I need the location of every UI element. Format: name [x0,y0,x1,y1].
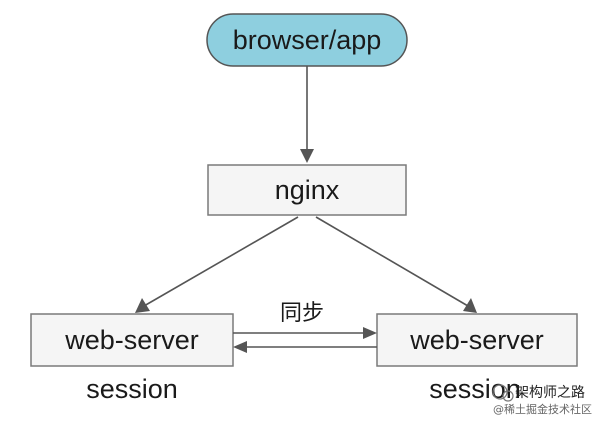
edge-client-to-nginx [300,66,314,163]
edge-nginx-to-right-server [315,216,477,313]
nginx-label: nginx [275,175,340,205]
browser-app-label: browser/app [233,25,382,55]
web-server-right-node: web-server [376,313,578,367]
wechat-icon [492,384,508,400]
web-server-left-label: web-server [64,325,199,355]
watermark-main-text: 架构师之路 [515,385,585,401]
web-server-left-node: web-server [30,313,234,367]
edge-nginx-to-left-server [135,216,299,313]
sync-edge [233,327,377,353]
wechat-icon-small [502,390,514,402]
web-server-right-label: web-server [409,325,544,355]
browser-app-node: browser/app [206,13,408,67]
session-right-caption: session [429,374,521,404]
watermark-sub-text: @稀土掘金技术社区 [493,402,592,416]
nginx-node: nginx [207,164,407,216]
session-left-caption: session [86,374,178,404]
watermark: 架构师之路 @稀土掘金技术社区 [492,384,592,416]
sync-label: 同步 [280,301,324,326]
